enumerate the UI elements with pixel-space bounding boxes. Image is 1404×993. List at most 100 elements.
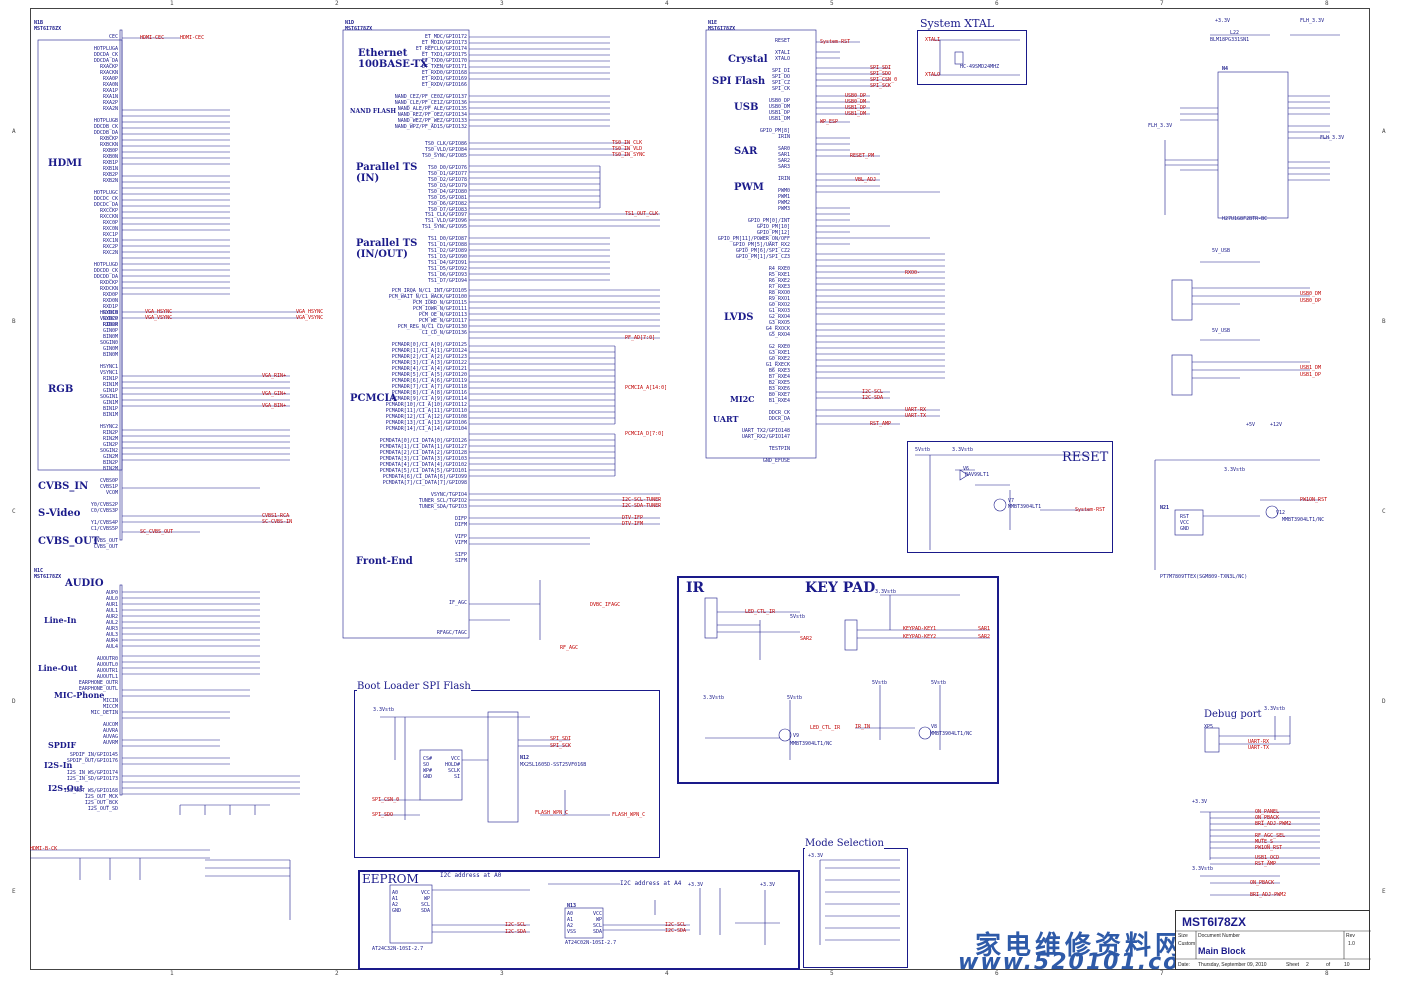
debug-uart-rx: UART-RX bbox=[1248, 739, 1270, 745]
xtal-wires bbox=[930, 39, 1020, 76]
svideo-label: S-Video bbox=[38, 508, 81, 519]
col-tick: 6 bbox=[995, 0, 999, 7]
ir-title: IR bbox=[686, 580, 705, 596]
net-usb1-dp-port: USB1_DP bbox=[1300, 372, 1322, 378]
net-reset-pm: RESET_PM bbox=[850, 153, 875, 159]
net-spi-sdo: SPI_SDO bbox=[870, 71, 892, 77]
supply-5v-usb-2: 5V_USB bbox=[1212, 328, 1231, 334]
n4-part: H27U1G8F2BTR-BC bbox=[1222, 216, 1268, 222]
net-i2c-sda-tuner: I2C-SDA-TUNER bbox=[622, 503, 662, 509]
n8-pins-left: A0 A1 A2 GND bbox=[392, 890, 402, 914]
n12-ref: N12 bbox=[520, 755, 530, 761]
l22-ref: L22 bbox=[1230, 30, 1240, 36]
supply-3v3-top: +3.3V bbox=[1215, 18, 1231, 24]
n4-ref: N4 bbox=[1222, 66, 1229, 72]
v6-ref: V6 bbox=[963, 466, 970, 472]
n1b-cvbs-pins: CVBS0P CVBS1P VCOM Y0/CVBS2P C0/CVBS3P Y… bbox=[90, 478, 118, 550]
parallel-ts-io-label: Parallel TS (IN/OUT) bbox=[356, 238, 418, 260]
nand-flash-label: NAND FLASH bbox=[350, 108, 397, 115]
net-ts-clk: TS0_IN_CLK bbox=[612, 140, 643, 146]
key-pad-title: KEY PAD bbox=[805, 580, 876, 596]
net-uart-tx: UART-TX bbox=[905, 413, 927, 419]
n12-pins-left: CS# SO WP# GND bbox=[423, 756, 433, 780]
supply-flh-left: FLH_3.3V bbox=[1148, 123, 1173, 129]
net-sar2: SAR2 bbox=[978, 634, 991, 640]
v12-ref: V12 bbox=[1276, 510, 1286, 516]
col-tick: 4 bbox=[665, 970, 669, 977]
n21-part: PT7M7809TTEX(SGM809-TXN3L/NC) bbox=[1160, 574, 1248, 580]
boot-loader-box bbox=[354, 690, 660, 858]
supply-flh: FLH_3.3V bbox=[1300, 18, 1325, 24]
ruler-right: A B C D E bbox=[1370, 8, 1400, 970]
tb-size-label: Size bbox=[1178, 933, 1188, 939]
eth-pins: ET_MDC/GPIO172 ET_MDIO/GPIO173 ET_REFCLK… bbox=[415, 34, 467, 88]
pcmcia-pins: PCM_IRQA_N/C1_INT/GPIO105 PCM_WAIT_N/C1_… bbox=[379, 288, 467, 486]
tb-doc: Main Block bbox=[1198, 946, 1246, 956]
bottomleft-wires bbox=[30, 849, 291, 920]
supply-3v3b-boot: 3.3Vstb bbox=[373, 707, 395, 713]
row-tick: C bbox=[12, 508, 16, 515]
net-ts-vld: TS0_IN_VLD bbox=[612, 146, 643, 152]
row-tick: E bbox=[12, 888, 16, 895]
rgb-label: RGB bbox=[48, 384, 74, 395]
col-tick: 8 bbox=[1325, 0, 1329, 7]
net-usb0-dm: USB0_DM bbox=[845, 99, 867, 105]
title-block-title: MST6I78ZX bbox=[1182, 915, 1247, 929]
tb-sheet-label: Sheet bbox=[1286, 962, 1300, 968]
supply-3v3-eeprom: +3.3V bbox=[688, 882, 704, 888]
ruler-left: A B C D E bbox=[0, 8, 30, 970]
n4-frame bbox=[1217, 71, 1289, 219]
net-ifagc: DVBC_IFAGC bbox=[590, 602, 621, 608]
n1d-frame bbox=[342, 29, 470, 639]
n1e-wires bbox=[816, 41, 945, 425]
supply-3v3-signals: +3.3V bbox=[1192, 799, 1208, 805]
supply-5v-ir3: 5Vstb bbox=[872, 680, 888, 686]
col-tick: 2 bbox=[335, 970, 339, 977]
supply-5v-reset: 5Vstb bbox=[915, 447, 931, 453]
net-system-rst-reset: System-RST bbox=[1075, 507, 1106, 513]
supply-3v3b-signals: 3.3Vstb bbox=[1192, 866, 1214, 872]
row-tick: A bbox=[12, 128, 16, 135]
net-vga-vsync: VGA_VSYNC bbox=[145, 315, 173, 321]
net-key1: KEYPAD-KEY1 bbox=[903, 626, 937, 632]
tb-of: 10 bbox=[1344, 962, 1350, 968]
n1b-hdmi-pins: CEC HOTPLUGA DDCDA_CK DDCDA_DA RXACKP RX… bbox=[93, 34, 118, 328]
supply-5v-usb-1: 5V_USB bbox=[1212, 248, 1231, 254]
net-flash-wpn-out: FLASH_WPN_C bbox=[612, 812, 646, 818]
i2c-a0-label: I2C address at A0 bbox=[440, 872, 502, 879]
cvbs-in-label: CVBS_IN bbox=[38, 481, 89, 492]
l22-part: BLM18PG331SN1 bbox=[1210, 37, 1250, 43]
n13-part: AT24C02N-10SI-2.7 bbox=[565, 940, 617, 946]
ruler-top: 1 2 3 4 5 6 7 8 bbox=[30, 0, 1370, 8]
n12-part: MX25L1605D-SST25VF016B bbox=[520, 762, 587, 768]
net-rst-amp: RST_AMP bbox=[870, 421, 892, 427]
net-ir-in: IR_IN bbox=[855, 724, 871, 730]
debug-port-title: Debug port bbox=[1204, 709, 1262, 720]
ir-wires bbox=[704, 594, 990, 760]
ir-keypad-box bbox=[677, 576, 999, 784]
net-pwd-det: PW1ON_RST bbox=[1300, 497, 1328, 503]
pwm-label: PWM bbox=[734, 182, 764, 193]
net-on-pback: ON_PBACK bbox=[1255, 815, 1280, 821]
net-flash-wpn: FLASH_WPN_C bbox=[535, 810, 569, 816]
net-spi-sck: SPI_SCK bbox=[870, 83, 892, 89]
col-tick: 3 bbox=[500, 0, 504, 7]
net-pcmcia-d: PCMCIA_D[7:0] bbox=[625, 431, 665, 437]
net-vga-hsync-out: VGA_HSYNC bbox=[296, 309, 324, 315]
col-tick: 7 bbox=[1160, 970, 1164, 977]
audio-label: AUDIO bbox=[65, 578, 104, 589]
net-pwm-vbl: VBL_ADJ bbox=[855, 177, 877, 183]
net-hdmi-cec-out: HDMI-CEC bbox=[180, 35, 205, 41]
supply-5v-ir: 5Vstb bbox=[790, 614, 806, 620]
n8-pins-right: VCC WP SCL SDA bbox=[420, 890, 430, 914]
mode-selection-box bbox=[803, 848, 908, 968]
fe-pins: VSYNC/TGPIO4 TUNER_SCL/TGPIO2 TUNER_SDA/… bbox=[418, 492, 467, 636]
net-rf-agc-sel: RF_AGC_SEL bbox=[1255, 833, 1286, 839]
debug-xp: XP5 bbox=[1204, 724, 1214, 730]
net-i2c-scl-tuner: I2C-SCL-TUNER bbox=[622, 497, 662, 503]
net-wp-esp: WP_ESP bbox=[820, 119, 839, 125]
col-tick: 2 bbox=[335, 0, 339, 7]
net-i2c-scl: I2C-SCL bbox=[862, 389, 884, 395]
mode-selection-title: Mode Selection bbox=[805, 838, 884, 849]
